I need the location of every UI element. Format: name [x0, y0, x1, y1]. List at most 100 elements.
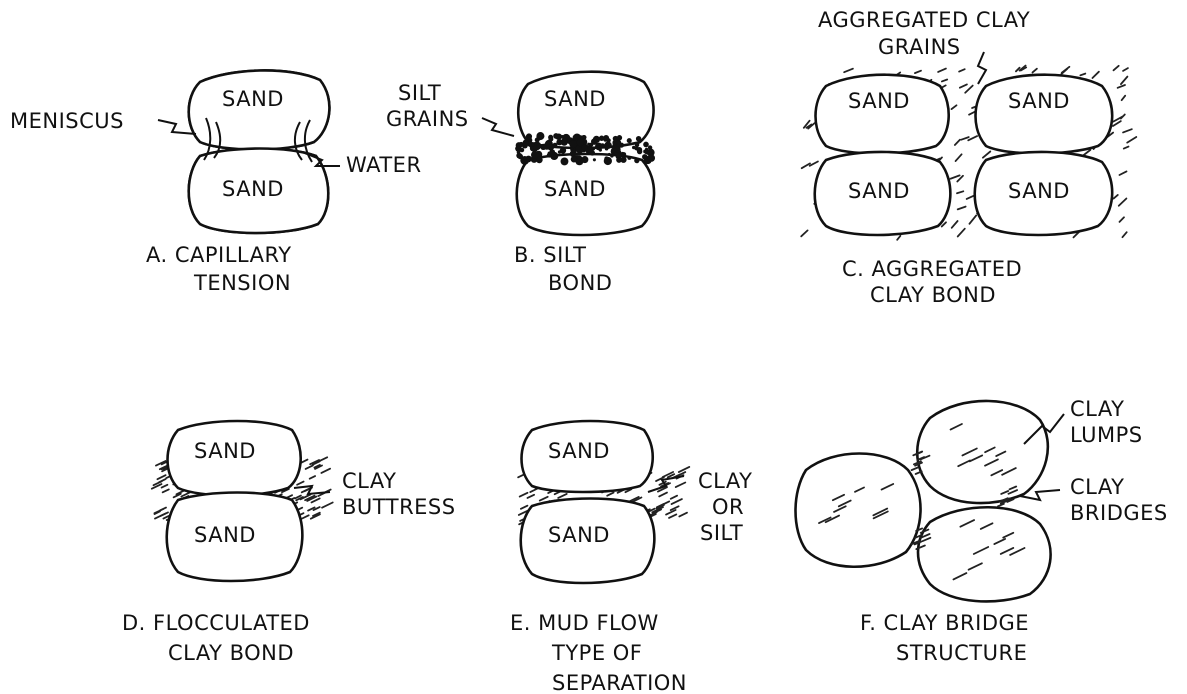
silt-grain	[528, 143, 531, 146]
silt-grain	[627, 138, 632, 143]
panel-caption: BOND	[548, 271, 612, 295]
clay-dash	[669, 514, 676, 517]
panel-caption: F. CLAY BRIDGE	[860, 611, 1029, 635]
panel-caption: SEPARATION	[552, 671, 687, 694]
panel-f-clay-bridge-structure: CLAY LUMPS CLAY BRIDGES F. CLAY BRIDGE S…	[796, 397, 1168, 665]
silt-grain	[556, 139, 562, 145]
grain-label: SAND	[548, 523, 610, 547]
clay-dash	[530, 489, 537, 493]
clay-dash	[1118, 85, 1125, 88]
clay-dash	[952, 221, 958, 228]
clay-dash	[676, 483, 686, 488]
silt-grain	[561, 135, 564, 138]
buttress-label: BUTTRESS	[342, 495, 456, 519]
silt-grain	[617, 135, 622, 140]
silt-grain	[620, 152, 624, 156]
clay-label: CLAY	[342, 469, 396, 493]
silt-grain	[569, 140, 577, 148]
clay-dash	[322, 503, 333, 508]
clay-dash	[540, 497, 548, 501]
silt-grain	[616, 157, 622, 163]
clay-dash	[1080, 74, 1085, 76]
silt-grain	[531, 143, 535, 147]
clay-dash	[1114, 195, 1118, 199]
grains-label: GRAINS	[878, 35, 961, 59]
grain-label: SAND	[1008, 179, 1070, 203]
silt-grain	[523, 140, 529, 146]
clay-dash	[968, 136, 977, 140]
meniscus-label: MENISCUS	[10, 109, 124, 133]
clay-dash	[967, 195, 975, 199]
clay-dash	[679, 513, 687, 517]
silt-grain	[642, 154, 647, 159]
clay-dash	[998, 504, 1004, 507]
silt-grain	[648, 154, 656, 162]
silt-grain	[517, 150, 521, 154]
panel-caption: TENSION	[193, 271, 291, 295]
silt-grain	[587, 143, 590, 146]
clay-dash	[1122, 96, 1126, 101]
silt-grain	[604, 157, 612, 165]
bridges-label: BRIDGES	[1070, 501, 1168, 525]
clay-dash	[955, 140, 960, 145]
clay-label: CLAY	[698, 469, 752, 493]
clay-dash	[1127, 137, 1136, 143]
clay-lump	[918, 507, 1051, 601]
clay-dash	[1123, 68, 1128, 71]
clay-dash	[321, 469, 330, 473]
clay-dash	[960, 84, 967, 87]
grain-label: SAND	[848, 89, 910, 113]
panel-caption: D. FLOCCULATED	[122, 611, 310, 635]
silt-grain	[632, 146, 636, 150]
silt-pointer	[482, 118, 514, 136]
clay-dash	[1121, 77, 1127, 85]
clay-dash	[310, 476, 315, 479]
or-label: OR	[712, 495, 744, 519]
clay-dash	[163, 489, 169, 492]
grain-label: SAND	[544, 177, 606, 201]
grain-label: SAND	[222, 87, 284, 111]
clay-dash	[157, 475, 165, 479]
clay-dash	[897, 236, 900, 240]
clay-dash	[912, 468, 918, 471]
clay-dash	[521, 506, 527, 509]
clay-dash	[942, 80, 947, 82]
clay-dash	[1119, 217, 1124, 222]
panel-caption: CLAY BOND	[870, 283, 996, 307]
silt-grain	[526, 158, 530, 162]
silt-grain	[604, 142, 611, 149]
clay-dash	[679, 467, 690, 472]
silt-grain	[610, 154, 614, 158]
silt-grain	[600, 143, 605, 148]
clay-dash	[1119, 199, 1127, 206]
panel-e-mud-flow-separation: SAND SAND CLAY OR SILT E. MUD FLOW TYPE …	[510, 421, 752, 694]
clay-dash	[663, 501, 669, 504]
silt-grain	[536, 157, 543, 164]
silt-grain	[599, 148, 602, 151]
silt-grain	[561, 157, 569, 165]
clay-dash	[951, 105, 956, 109]
silt-grain	[634, 158, 639, 163]
clay-lump	[917, 401, 1048, 503]
clay-dash	[154, 511, 160, 514]
silt-grain	[546, 145, 549, 148]
silt-grain	[517, 154, 523, 160]
clay-dash	[607, 493, 613, 496]
clay-dash	[915, 71, 921, 73]
silt-grain	[581, 144, 587, 150]
silt-grain	[571, 156, 577, 162]
clay-dash	[1123, 129, 1132, 132]
clay-dash	[958, 229, 965, 237]
clay-dash	[959, 69, 965, 71]
clay-dash	[558, 494, 567, 498]
clay-dash	[801, 230, 807, 236]
grain-label: SAND	[194, 523, 256, 547]
panel-caption: TYPE OF	[551, 641, 642, 665]
panel-a-capillary-tension: SAND SAND MENISCUS WATER A. CAPILLARY TE…	[10, 70, 422, 295]
clay-dash	[671, 496, 677, 499]
aggregated-clay-label: AGGREGATED CLAY	[818, 8, 1030, 32]
silt-grain	[614, 143, 617, 146]
silt-label: SILT	[700, 521, 743, 545]
silt-grain	[548, 137, 553, 142]
lumps-label: LUMPS	[1070, 423, 1143, 447]
